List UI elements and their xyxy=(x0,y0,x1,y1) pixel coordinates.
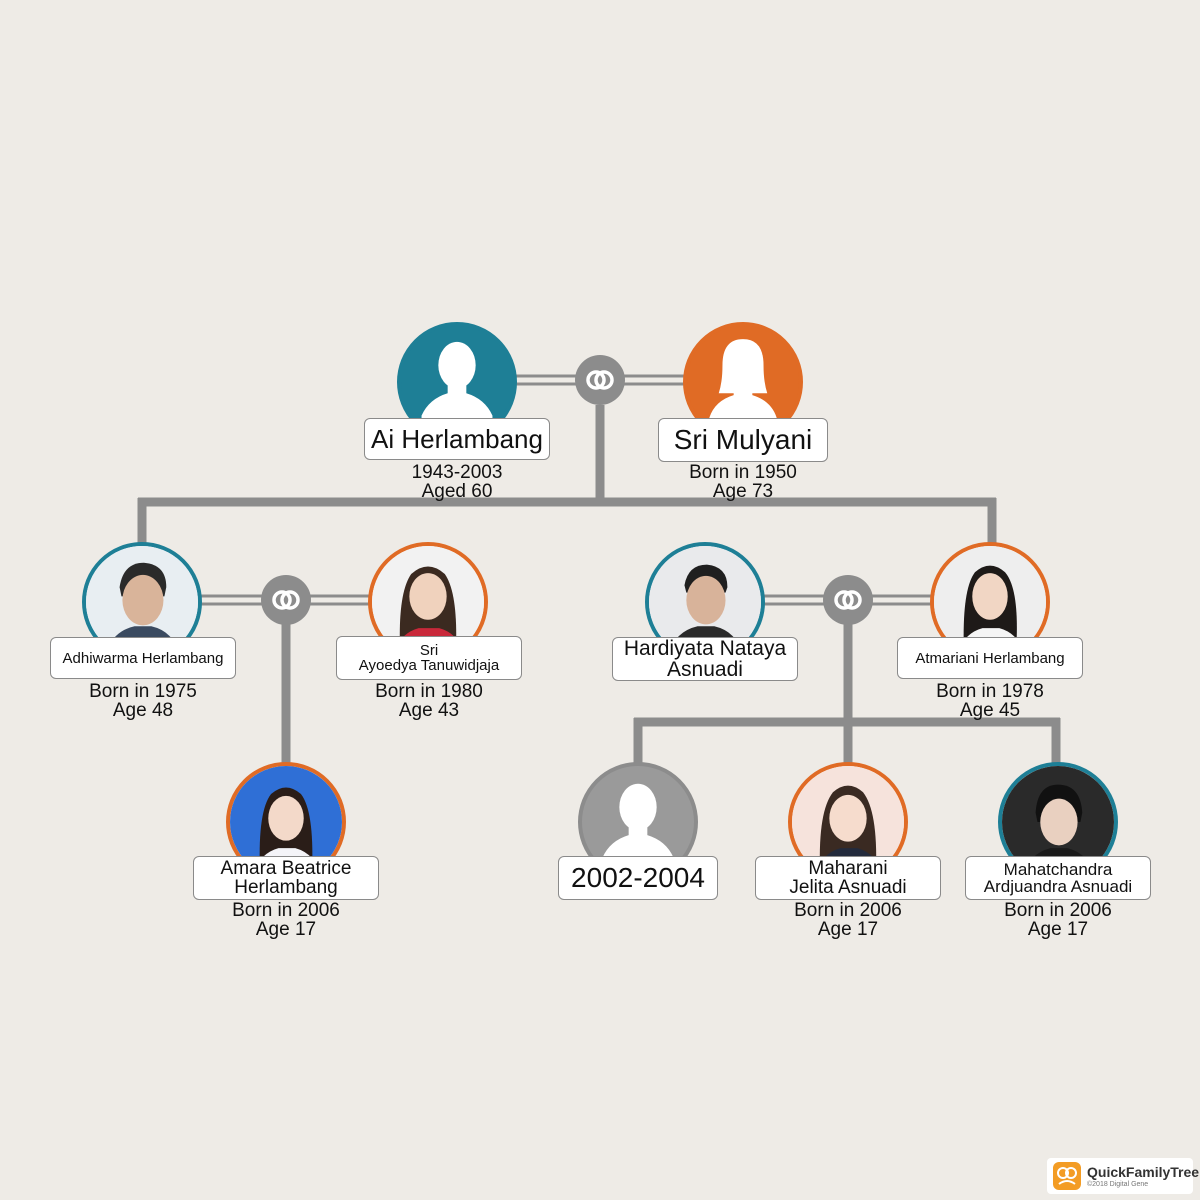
union-rings-icon[interactable] xyxy=(823,575,873,625)
person-name-line-1: Mahatchandra xyxy=(1003,860,1113,879)
info-mahatchandra-ardjuandra-asnuadi: Born in 2006 Age 17 xyxy=(1004,900,1112,940)
avatar-hardiyata-nataya-asnuadi[interactable] xyxy=(645,542,765,662)
info-adhiwarma-herlambang: Born in 1975 Age 48 xyxy=(89,681,197,721)
person-name-line-1: Maharani xyxy=(808,858,888,879)
name-box-sri-ayoedya-tanuwidjaja[interactable]: Sri Ayoedya Tanuwidjaja xyxy=(336,636,522,680)
person-name-line-2: Ayoedya Tanuwidjaja xyxy=(358,657,500,674)
name-box-hardiyata-nataya-asnuadi[interactable]: Hardiyata Nataya Asnuadi xyxy=(612,637,798,681)
name-box-maharani-jelita-asnuadi[interactable]: Maharani Jelita Asnuadi xyxy=(755,856,941,900)
quickfamilytree-logo-icon xyxy=(1053,1162,1081,1190)
person-name-line-2: Asnuadi xyxy=(667,658,743,681)
person-dates: 2002-2004 xyxy=(571,862,705,893)
union-rings-icon[interactable] xyxy=(575,355,625,405)
person-name-line-2: Herlambang xyxy=(234,877,338,898)
info-maharani-jelita-asnuadi: Born in 2006 Age 17 xyxy=(794,900,902,940)
info-ai-herlambang: 1943-2003 Aged 60 xyxy=(411,462,503,502)
name-box-adhiwarma-herlambang[interactable]: Adhiwarma Herlambang xyxy=(50,637,236,679)
person-name-line-2: Ardjuandra Asnuadi xyxy=(983,877,1133,896)
person-name: Atmariani Herlambang xyxy=(915,649,1065,667)
quickfamilytree-brand[interactable]: QuickFamilyTree ©2018 Digital Gene xyxy=(1047,1158,1199,1194)
person-name-line-1: Sri xyxy=(419,642,439,659)
brand-name: QuickFamilyTree xyxy=(1087,1163,1200,1180)
person-name-line-1: Amara Beatrice xyxy=(220,858,352,879)
brand-text: QuickFamilyTree ©2018 Digital Gene xyxy=(1087,1164,1199,1189)
brand-copyright: ©2018 Digital Gene xyxy=(1087,1180,1149,1188)
name-box-amara-beatrice-herlambang[interactable]: Amara Beatrice Herlambang xyxy=(193,856,379,900)
name-box-mahatchandra-ardjuandra-asnuadi[interactable]: Mahatchandra Ardjuandra Asnuadi xyxy=(965,856,1151,900)
union-rings-icon[interactable] xyxy=(261,575,311,625)
info-amara-beatrice-herlambang: Born in 2006 Age 17 xyxy=(232,900,340,940)
person-name-line-1: Hardiyata Nataya xyxy=(623,637,787,660)
person-name: Sri Mulyani xyxy=(673,424,813,455)
name-box-ai-herlambang[interactable]: Ai Herlambang xyxy=(364,418,550,460)
info-sri-mulyani: Born in 1950 Age 73 xyxy=(689,462,797,502)
info-atmariani-herlambang: Born in 1978 Age 45 xyxy=(936,681,1044,721)
person-name: Ai Herlambang xyxy=(371,424,543,454)
person-name: Adhiwarma Herlambang xyxy=(62,649,224,667)
info-sri-ayoedya-tanuwidjaja: Born in 1980 Age 43 xyxy=(375,681,483,721)
name-box-atmariani-herlambang[interactable]: Atmariani Herlambang xyxy=(897,637,1083,679)
person-name-line-2: Jelita Asnuadi xyxy=(789,877,907,898)
name-box-unknown-child[interactable]: 2002-2004 xyxy=(558,856,718,900)
name-box-sri-mulyani[interactable]: Sri Mulyani xyxy=(658,418,828,462)
